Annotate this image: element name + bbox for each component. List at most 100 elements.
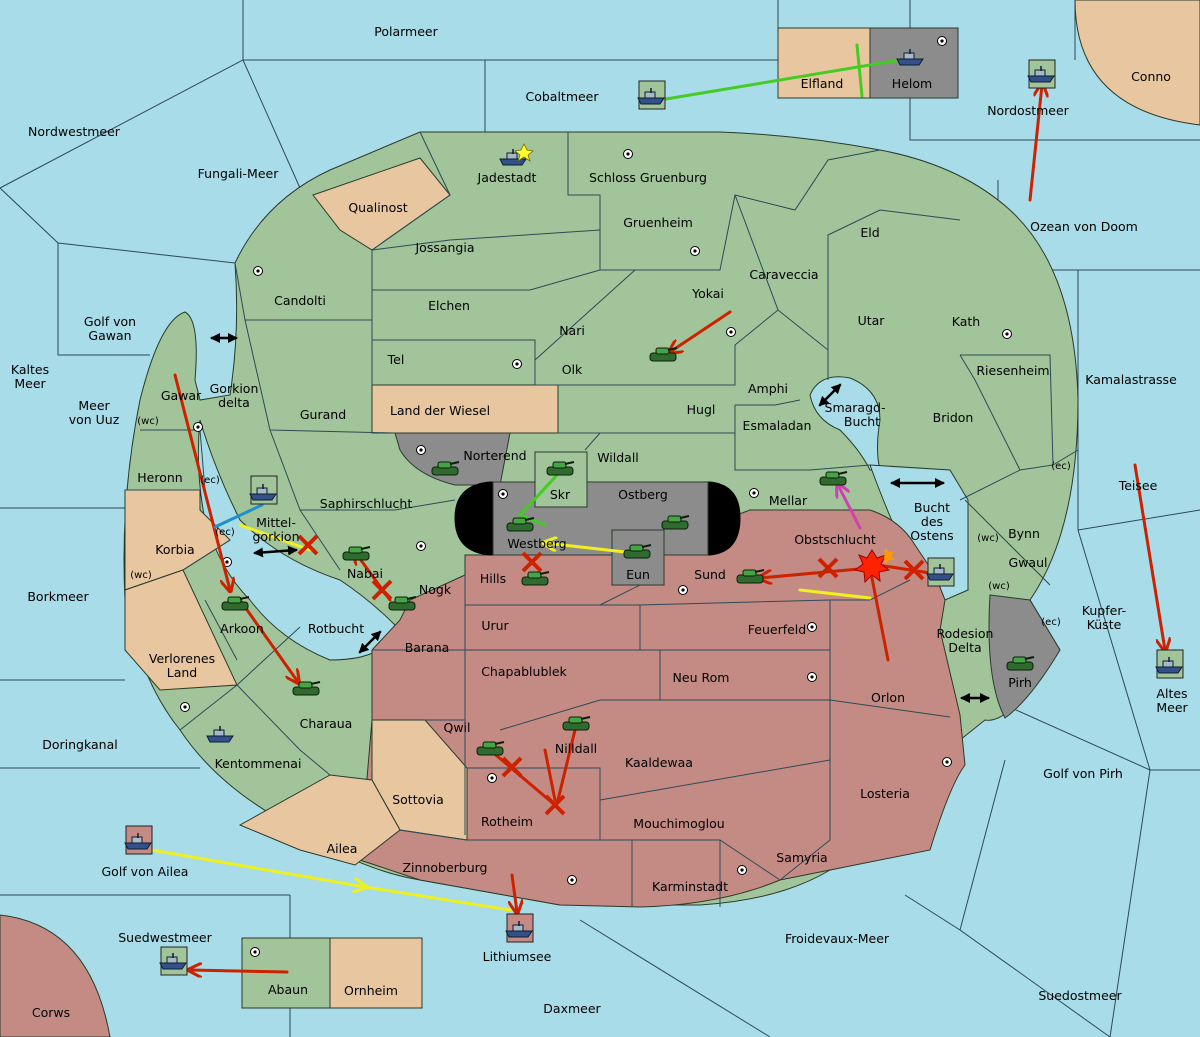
sea-label: Meer: [14, 376, 46, 391]
land-label: Land: [167, 665, 197, 680]
land-label: Gawar: [161, 388, 202, 403]
land-label: Tel: [387, 352, 405, 367]
land-label: Hugl: [687, 402, 716, 417]
land-label: Korbia: [155, 542, 194, 557]
sea-label: Bucht: [914, 500, 950, 515]
sea-label: delta: [218, 395, 250, 410]
land-label: Pirh: [1008, 675, 1032, 690]
land-label: Kaaldewaa: [625, 755, 693, 770]
sea-label: Kupfer-: [1082, 603, 1126, 618]
land-label: Nabai: [347, 566, 383, 581]
sea-label: Golf von: [84, 314, 136, 329]
land-label: Obstschlucht: [794, 532, 876, 547]
sea-label: Ostens: [910, 528, 953, 543]
land-label: Ornheim: [344, 983, 398, 998]
land-label: Kath: [952, 314, 980, 329]
land-label: Bridon: [933, 410, 974, 425]
land-label: Mouchimoglou: [633, 816, 724, 831]
land-label: Jossangia: [414, 240, 474, 255]
land-label: Riesenheim: [976, 363, 1049, 378]
land-label: Verlorenes: [149, 651, 215, 666]
land-label: Norterend: [463, 448, 526, 463]
sea-label: Meer: [78, 398, 110, 413]
coast-tag: (ec): [1051, 461, 1071, 472]
land-label: Gwaul: [1009, 555, 1048, 570]
land-label: Ailea: [327, 841, 358, 856]
sea-label: Gawan: [88, 328, 131, 343]
sea-label: Doringkanal: [42, 737, 117, 752]
land-wiesel: [371, 384, 559, 434]
coast-tags: (wc) (ec) (ec) (wc) (ec) (wc) (wc) (ec): [130, 416, 1071, 628]
land-label: Sund: [694, 567, 726, 582]
land-label: Yokai: [691, 286, 724, 301]
sea-label: Froidevaux-Meer: [785, 931, 890, 946]
sea-label: Rodesion: [937, 626, 994, 641]
land-label: Caraveccia: [749, 267, 818, 282]
land-label: Eun: [626, 567, 650, 582]
land-verlorenes: [124, 569, 238, 691]
land-label: Chapablublek: [481, 664, 567, 679]
sea-label: Golf von Pirh: [1043, 766, 1123, 781]
land-label: Qualinost: [348, 200, 407, 215]
sea-label: Gorkion: [210, 381, 259, 396]
land-label: Olk: [562, 362, 583, 377]
coast-tag: (wc): [977, 533, 999, 544]
sea-label: von Uuz: [69, 412, 120, 427]
land-label: Nogk: [419, 582, 452, 597]
land-label: Mittel-: [256, 515, 296, 530]
coast-tag: (ec): [200, 475, 220, 486]
sea-label: Bucht: [844, 414, 880, 429]
continent-south: [359, 509, 966, 908]
sea-label: Fungali-Meer: [198, 166, 280, 181]
sea-label: Suedwestmeer: [118, 930, 212, 945]
land-label: Jadestadt: [477, 170, 537, 185]
land-ornheim: [329, 937, 423, 1009]
land-label: Bynn: [1008, 526, 1040, 541]
land-label: Zinnoberburg: [402, 860, 487, 875]
land-label: Helom: [892, 76, 932, 91]
land-label: Mellar: [769, 493, 808, 508]
land-label: Elfland: [801, 76, 844, 91]
sea-label: Kamalastrasse: [1085, 372, 1177, 387]
coast-tag: (wc): [988, 581, 1010, 592]
orders: [138, 43, 1165, 972]
land-label: Nari: [559, 323, 585, 338]
sea-label: Meer: [1156, 700, 1188, 715]
sea-label: Ozean von Doom: [1030, 219, 1138, 234]
sea-label: Cobaltmeer: [525, 89, 599, 104]
sea-label: Suedostmeer: [1038, 988, 1122, 1003]
land-label: Schloss Gruenburg: [589, 170, 707, 185]
sea-label: Conno: [1131, 69, 1171, 84]
land-pirh: [988, 594, 1061, 719]
land-label: Urur: [481, 618, 509, 633]
land-label: Nilldall: [555, 741, 597, 756]
land-label: Qwil: [443, 720, 470, 735]
sea-labels: Polarmeer Cobaltmeer Nordwestmeer Fungal…: [11, 24, 1189, 1020]
land-label: Samyria: [776, 850, 827, 865]
land-label: Neu Rom: [673, 670, 730, 685]
land-label: Elchen: [428, 298, 470, 313]
sea-label: Küste: [1087, 617, 1122, 632]
land-label: Land der Wiesel: [390, 403, 490, 418]
sea-label: Delta: [948, 640, 981, 655]
land-elfland: [777, 27, 871, 99]
land-label: Arkoon: [220, 621, 264, 636]
land-label: Barana: [405, 640, 450, 655]
land-skr: [534, 451, 588, 508]
coast-tag: (wc): [130, 570, 152, 581]
land-label: gorkion: [252, 529, 299, 544]
land-label: Saphirschlucht: [320, 496, 413, 511]
land-label: Amphi: [748, 381, 788, 396]
sea-label: Corws: [32, 1005, 70, 1020]
sea-label: Nordostmeer: [987, 103, 1069, 118]
coast-tag: (wc): [137, 416, 159, 427]
province-borders: [125, 131, 1079, 907]
land-label: Eld: [860, 225, 879, 240]
land-label: Wildall: [597, 450, 639, 465]
land-label: Rotheim: [481, 814, 533, 829]
units: [124, 48, 1184, 976]
coast-tag: (ec): [215, 527, 235, 538]
land-label: Skr: [550, 487, 571, 502]
sea-label: Smaragd-: [825, 400, 886, 415]
